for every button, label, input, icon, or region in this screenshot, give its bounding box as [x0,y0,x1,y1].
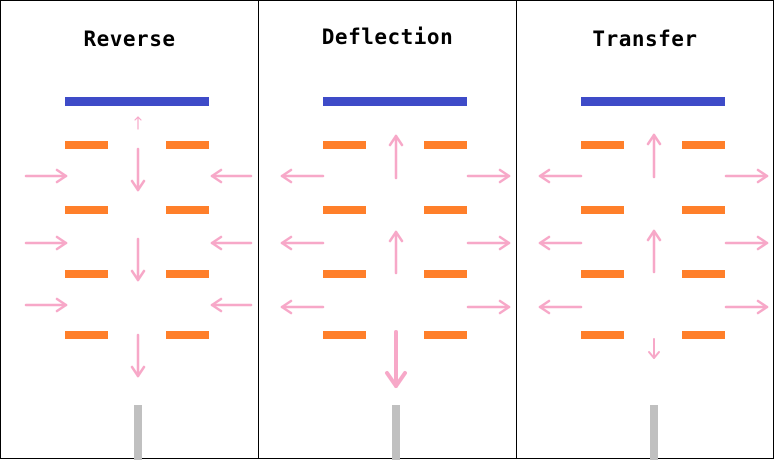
side-arrow-in-left [24,168,68,184]
side-arrow-out-left [538,299,583,315]
center-arrow-up [388,134,404,180]
side-arrow-out-right [466,235,511,251]
center-arrow-down [648,338,660,359]
side-arrow-out-left [538,168,583,184]
source-post [650,405,658,460]
electrode-left [581,331,624,339]
center-arrow-down [130,237,146,282]
center-arrow-up [388,230,404,275]
panel-transfer: Transfer [516,0,774,460]
target-plate [581,97,725,106]
electrode-left [65,331,108,339]
transfer-diagram [538,97,769,460]
side-arrow-out-left [538,235,583,251]
electrode-left [323,206,366,214]
panel-title: Transfer [592,27,698,51]
side-arrow-out-right [466,299,511,315]
electrode-left [323,331,366,339]
side-arrow-in-right [210,297,253,313]
electrode-left [581,270,624,278]
panel-title: Deflection [321,25,454,49]
electrode-right [682,206,725,214]
electrode-left [581,206,624,214]
electrode-right [424,141,467,149]
center-arrow-down [130,333,146,378]
side-arrow-out-right [724,235,769,251]
center-arrow-down [385,330,407,388]
target-plate [323,97,467,106]
side-arrow-in-right [210,235,253,251]
electrode-right [424,270,467,278]
electrode-left [65,141,108,149]
electrode-right [166,270,209,278]
electrode-left [65,270,108,278]
reverse-diagram [24,97,253,460]
center-arrow-down [130,147,146,192]
electrode-right [166,141,209,149]
source-post [134,405,142,460]
electrode-right [424,206,467,214]
center-arrow-up [646,133,662,179]
electrode-left [65,206,108,214]
panel-reverse: Reverse [0,0,259,460]
electrode-right [682,270,725,278]
side-arrow-out-right [724,168,769,184]
panel-deflection: Deflection [258,0,517,460]
electrode-right [424,331,467,339]
source-post [392,405,400,460]
center-arrow-up [646,229,662,274]
side-arrow-out-left [280,168,325,184]
side-arrow-out-right [466,168,511,184]
electrode-right [682,331,725,339]
electrode-left [323,270,366,278]
deflection-diagram [280,97,511,460]
target-plate [65,97,209,106]
electrode-right [166,331,209,339]
electrode-right [682,141,725,149]
side-arrow-in-left [24,297,68,313]
electrode-left [581,141,624,149]
side-arrow-in-left [24,235,68,251]
side-arrow-out-left [280,235,325,251]
panel-title: Reverse [83,27,176,51]
side-arrow-out-left [280,299,325,315]
center-arrow-up [134,116,142,130]
electrode-left [323,141,366,149]
side-arrow-out-right [724,299,769,315]
electrode-right [166,206,209,214]
side-arrow-in-right [210,168,253,184]
